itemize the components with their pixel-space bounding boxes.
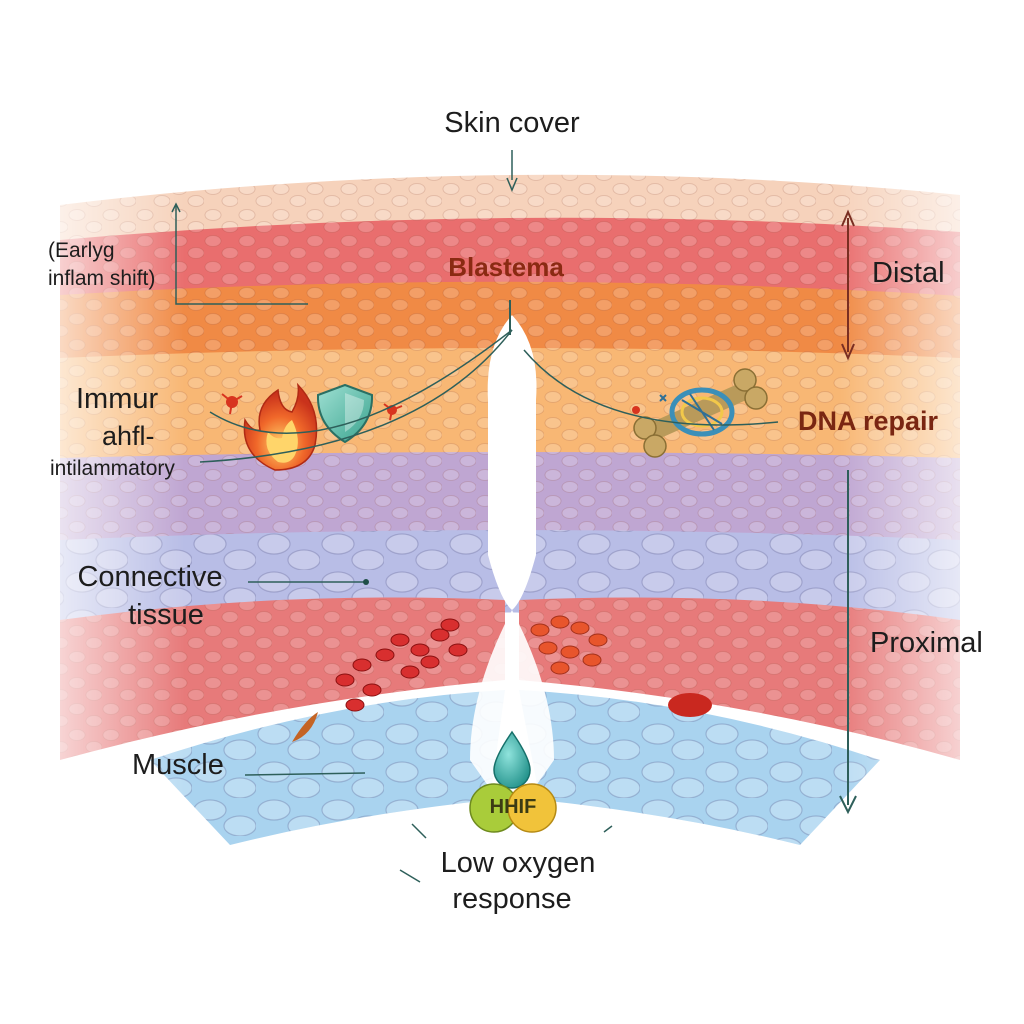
low-oxygen-label-1: Low oxygen bbox=[440, 847, 596, 879]
proximal-label: Proximal bbox=[870, 627, 983, 659]
skin-cover-label: Skin cover bbox=[444, 107, 580, 139]
flame-icon bbox=[243, 382, 318, 471]
connective-tissue-label-1: Connective bbox=[77, 561, 223, 593]
immune-label-1: Immur bbox=[76, 383, 159, 415]
distal-label: Distal bbox=[872, 257, 945, 289]
muscle-label: Muscle bbox=[132, 749, 224, 781]
dna-helix-icon bbox=[669, 387, 735, 437]
immune-label-2: ahfl- bbox=[102, 421, 155, 451]
blastema-label: Blastema bbox=[448, 252, 564, 282]
early-shift-label-2: inflam shift) bbox=[48, 267, 156, 290]
connective-tissue-label-2: tissue bbox=[128, 599, 204, 631]
immune-label-3: intilammatory bbox=[50, 457, 175, 480]
hif-badge-label: HHIF bbox=[489, 796, 537, 818]
water-drop-icon bbox=[493, 730, 531, 789]
early-shift-label-1: (Earlyg bbox=[48, 239, 115, 262]
low-oxygen-label-2: response bbox=[452, 883, 572, 915]
hif-circle-yellow bbox=[507, 783, 557, 833]
dna-repair-label: DNA repair bbox=[798, 406, 939, 436]
